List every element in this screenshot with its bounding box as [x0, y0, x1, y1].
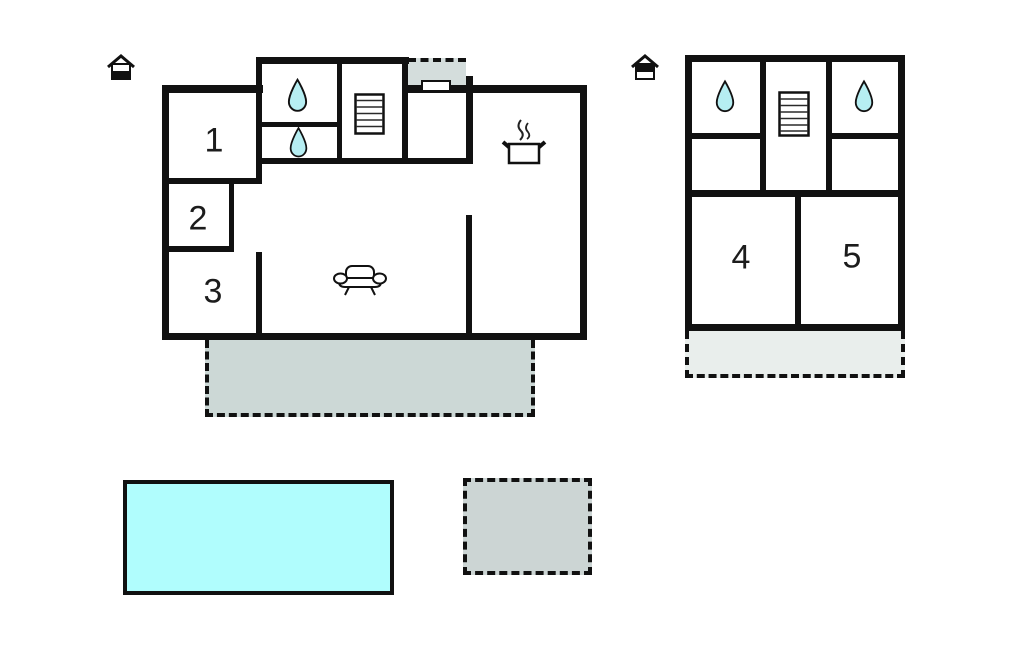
wall-segment	[256, 57, 409, 64]
entry-hall-area	[408, 93, 466, 158]
sofa-icon	[333, 265, 387, 296]
room-3-label: 3	[203, 272, 223, 311]
wall-segment	[256, 57, 262, 184]
staircase-icon	[354, 93, 385, 135]
wall-segment	[162, 85, 263, 93]
staircase-icon	[778, 91, 810, 137]
house-upper-floor-icon	[631, 54, 659, 80]
wall-segment	[162, 246, 234, 252]
living-room-area	[262, 164, 466, 333]
wall-segment	[685, 55, 905, 62]
wall-segment	[826, 55, 832, 197]
room-2-label: 2	[188, 199, 208, 238]
wall-segment	[262, 122, 338, 127]
wall-segment	[580, 85, 587, 340]
wall-segment	[826, 133, 905, 139]
water-drop-icon	[854, 79, 874, 113]
wall-segment	[256, 158, 473, 164]
water-drop-icon	[289, 126, 308, 158]
patio-area	[463, 478, 592, 575]
wall-segment	[256, 252, 262, 340]
wall-segment	[229, 184, 234, 252]
wall-segment	[685, 133, 766, 139]
upper-terrace	[685, 331, 905, 378]
swimming-pool	[123, 480, 394, 595]
house-ground-floor-icon	[107, 54, 135, 80]
room-5-label: 5	[842, 237, 862, 276]
water-drop-icon	[287, 77, 308, 112]
wall-segment	[760, 55, 766, 197]
wall-segment	[466, 76, 473, 164]
wall-segment	[466, 215, 472, 333]
water-drop-icon	[715, 79, 735, 113]
room-4-label: 4	[731, 238, 751, 277]
entry-door-icon	[421, 80, 451, 92]
stove-icon	[501, 119, 547, 165]
wall-segment	[337, 57, 342, 164]
wall-segment	[162, 333, 587, 340]
wall-segment	[402, 85, 587, 93]
wall-segment	[402, 57, 408, 164]
room-1-label: 1	[204, 121, 224, 160]
wall-segment	[795, 190, 801, 331]
ground-terrace	[205, 340, 535, 417]
wall-segment	[162, 85, 169, 340]
wall-segment	[162, 178, 262, 184]
